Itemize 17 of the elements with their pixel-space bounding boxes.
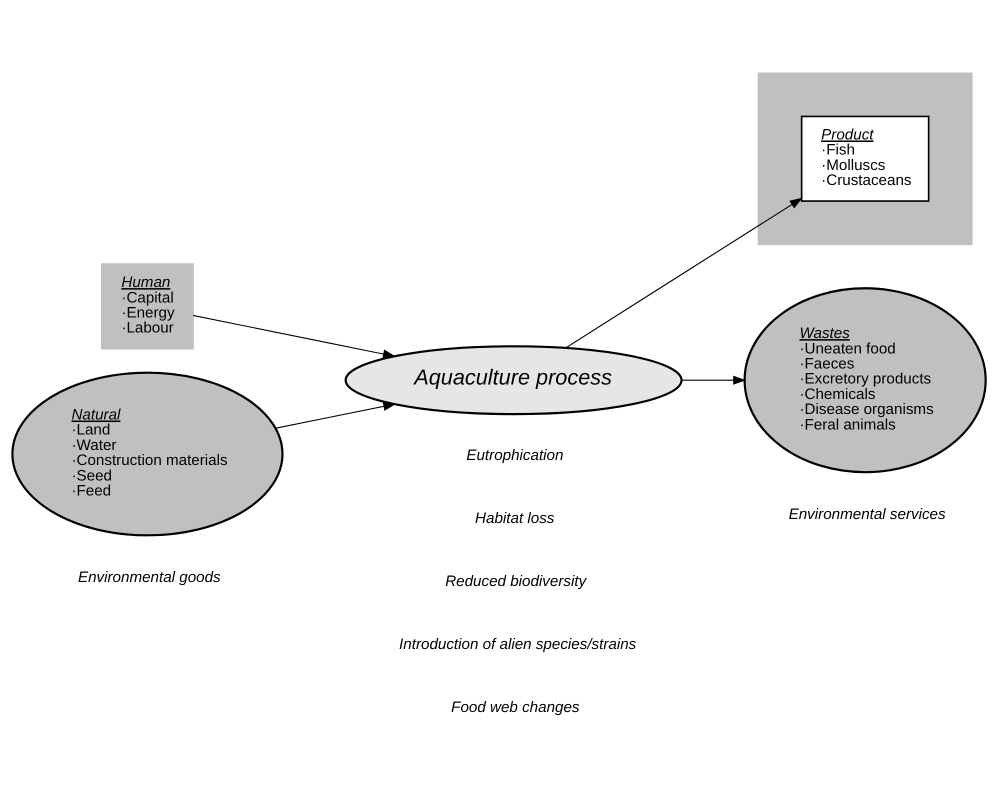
arrow — [193, 314, 396, 358]
node-ellipse: Wastes ·Uneaten food ·Faeces ·Excretory products ·Chemicals ·Disease organisms ·Feral animals — [744, 286, 987, 473]
label: Introduction of alien species/strains — [399, 636, 636, 653]
node-ellipse: Aquaculture process — [344, 344, 683, 415]
node-box: Human ·Capital ·Energy ·Labour — [101, 262, 194, 350]
node-ellipse: Natural ·Land ·Water ·Construction materials ·Seed ·Feed — [11, 371, 284, 536]
label: Environmental goods — [78, 568, 221, 586]
label: Reduced biodiversity — [445, 572, 586, 590]
arrow — [565, 197, 803, 348]
label: Eutrophication — [466, 446, 564, 464]
arrow — [682, 375, 746, 384]
arrow — [276, 401, 396, 428]
label: Environmental services — [788, 505, 946, 522]
node-box: Product ·Fish ·Molluscs ·Crustaceans — [800, 115, 930, 202]
label: Habitat loss — [475, 510, 554, 527]
cluster — [758, 72, 973, 245]
label: Food web changes — [451, 698, 580, 716]
